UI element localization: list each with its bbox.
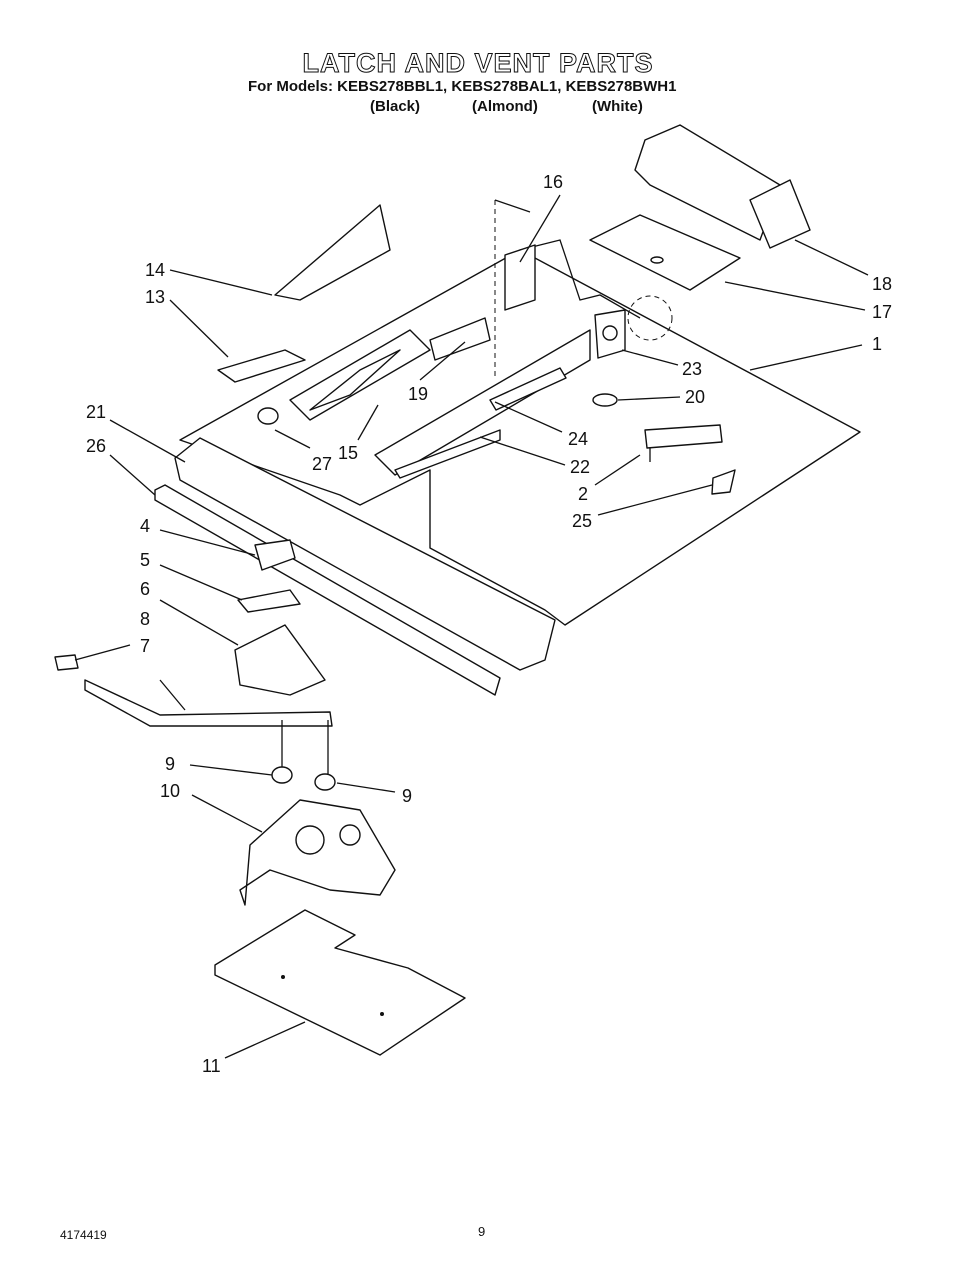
- bottom-plate: [214, 909, 466, 1056]
- callout-5: 5: [140, 550, 150, 570]
- color-almond: (Almond): [472, 98, 538, 115]
- callout-20: 20: [685, 387, 705, 407]
- leader-lines: [74, 194, 869, 1059]
- color-black: (Black): [370, 98, 421, 115]
- callout-25: 25: [572, 511, 592, 531]
- callout-14: 14: [145, 260, 165, 280]
- callout-2: 2: [578, 484, 588, 504]
- callout-13: 13: [145, 287, 165, 307]
- callout-9-right: 9: [402, 786, 412, 806]
- vent-motor: [589, 124, 811, 291]
- callout-23: 23: [682, 359, 702, 379]
- color-white: (White): [592, 98, 643, 115]
- callout-21: 21: [86, 402, 106, 422]
- callout-19: 19: [408, 384, 428, 404]
- callout-24: 24: [568, 429, 588, 449]
- callout-9-left: 9: [165, 754, 175, 774]
- vent-parts: [257, 317, 591, 479]
- front-rails: [154, 437, 556, 696]
- callout-8: 8: [140, 609, 150, 629]
- callout-26: 26: [86, 436, 106, 456]
- callout-11: 11: [202, 1056, 221, 1076]
- document-number: 4174419: [60, 1228, 107, 1242]
- callout-17: 17: [872, 302, 892, 322]
- model-list: For Models: KEBS278BBL1, KEBS278BAL1, KE…: [248, 78, 677, 95]
- callout-22: 22: [570, 457, 590, 477]
- small-parts: [217, 204, 736, 495]
- callout-4: 4: [140, 516, 150, 536]
- latch-assembly: [54, 539, 396, 906]
- callout-1: 1: [872, 334, 882, 354]
- callout-6: 6: [140, 579, 150, 599]
- page-number: 9: [478, 1224, 486, 1239]
- page-title: LATCH AND VENT PARTS: [302, 48, 654, 79]
- callout-18: 18: [872, 274, 892, 294]
- callout-7: 7: [140, 636, 150, 656]
- main-panel: [179, 199, 861, 626]
- callout-15: 15: [338, 443, 358, 463]
- callout-27: 27: [312, 454, 332, 474]
- callout-10: 10: [160, 781, 180, 801]
- callout-16: 16: [543, 172, 563, 192]
